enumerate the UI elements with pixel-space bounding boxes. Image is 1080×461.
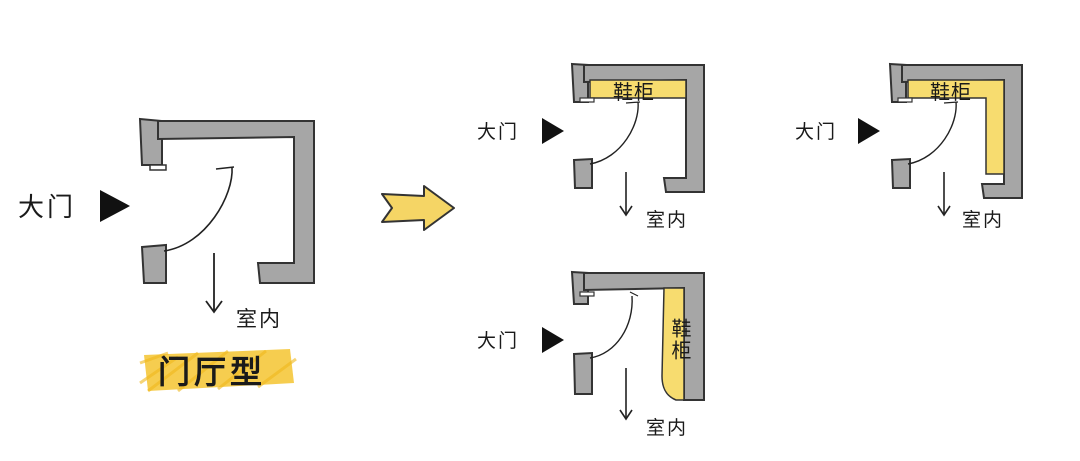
- layout-caption: 门厅型: [158, 353, 267, 391]
- floor-plan-cabinet-vertical: [568, 268, 708, 436]
- entrance-label-b: 大门: [795, 121, 838, 143]
- floor-plan-original: [136, 115, 321, 315]
- entrance-arrow-icon: [540, 116, 566, 146]
- transition-arrow-icon: [378, 184, 458, 232]
- entrance-label: 大门: [18, 193, 77, 223]
- cabinet-label-b: 鞋柜: [930, 80, 972, 104]
- indoor-label-a: 室内: [646, 209, 689, 231]
- indoor-label-b: 室内: [962, 209, 1005, 231]
- caption-highlight: [138, 343, 298, 395]
- entrance-arrow-icon: [540, 325, 566, 355]
- entrance-arrow-icon: [856, 116, 882, 146]
- floor-plan-cabinet-top: [568, 60, 708, 220]
- entrance-label-c: 大门: [477, 330, 520, 352]
- entrance-label-a: 大门: [477, 121, 520, 143]
- indoor-label: 室内: [236, 307, 282, 331]
- cabinet-label-c: 鞋柜: [668, 318, 692, 362]
- cabinet-label-a: 鞋柜: [613, 80, 655, 104]
- indoor-label-c: 室内: [646, 417, 689, 439]
- floor-plan-cabinet-l: [886, 60, 1026, 220]
- entrance-arrow-icon: [98, 188, 132, 224]
